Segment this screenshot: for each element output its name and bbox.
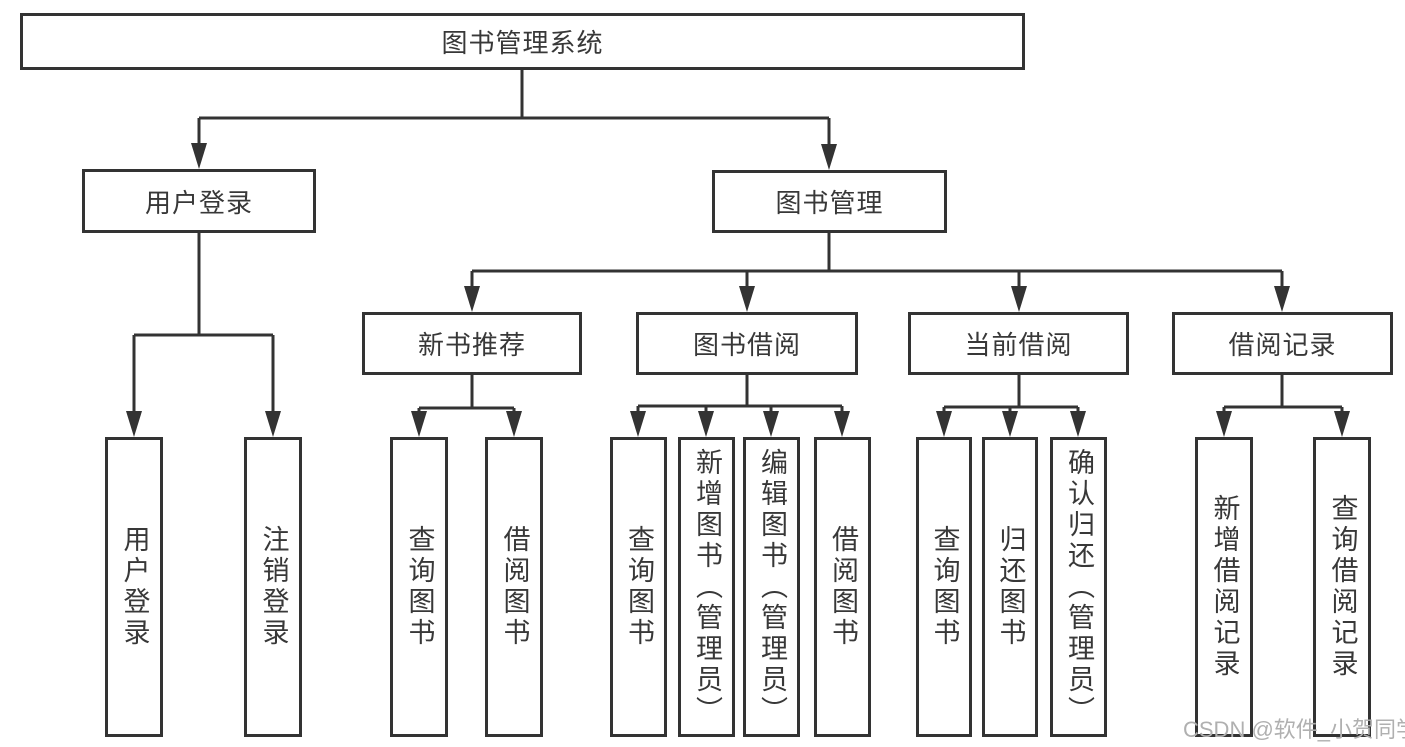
arrowhead-icon [698,411,714,437]
node-book-management-label: 图书管理 [775,188,884,218]
node-book-borrow-label: 图书借阅 [692,330,801,360]
arrowhead-icon [265,411,281,437]
node-current-borrow-label: 当前借阅 [964,330,1073,360]
connector-root-to-level2 [197,70,831,148]
node-leaf-borrow-edit-books-admin-label: 编辑图书（管理员） [757,447,787,727]
arrowhead-icon [821,144,837,170]
node-leaf-borrow-query-books: 查询图书 [610,437,667,737]
node-user-login: 用户登录 [82,169,316,233]
node-leaf-recommend-query-books-label: 查询图书 [404,525,435,649]
node-leaf-records-query-record-label: 查询借阅记录 [1327,494,1358,680]
arrowhead-icon [411,411,427,437]
node-leaf-borrow-borrow-books-label: 借阅图书 [828,525,858,649]
arrowhead-icon [1011,286,1027,312]
arrowhead-icon [1070,411,1086,437]
arrowhead-icon [464,286,480,312]
node-root: 图书管理系统 [20,13,1025,70]
arrowhead-icon [1274,286,1290,312]
arrowhead-icon [1334,411,1350,437]
node-leaf-logout-label: 注销登录 [258,525,289,649]
arrowhead-icon [834,411,850,437]
node-leaf-current-confirm-return-admin: 确认归还（管理员） [1050,437,1107,737]
node-leaf-borrow-query-books-label: 查询图书 [624,525,654,649]
node-leaf-current-return-books-label: 归还图书 [995,525,1026,649]
node-borrow-records: 借阅记录 [1172,312,1393,375]
connector-book-management-to-level3 [470,233,1284,290]
arrowhead-icon [739,286,755,312]
node-leaf-current-query-books-label: 查询图书 [929,525,960,649]
node-leaf-current-query-books: 查询图书 [916,437,972,737]
node-new-book-recommend: 新书推荐 [362,312,582,375]
connector-new-book-to-leaves [417,375,516,415]
node-leaf-records-add-record-label: 新增借阅记录 [1209,494,1240,680]
node-leaf-login: 用户登录 [105,437,163,737]
arrowhead-icon [1216,411,1232,437]
connector-current-borrow-to-leaves [942,375,1080,415]
node-user-login-label: 用户登录 [144,187,253,218]
node-leaf-login-label: 用户登录 [119,525,150,649]
node-leaf-borrow-add-books-admin-label: 新增图书（管理员） [692,447,722,727]
arrowhead-icon [506,411,522,437]
node-current-borrow: 当前借阅 [908,312,1129,375]
connector-user-login-to-leaves [132,233,275,415]
node-root-label: 图书管理系统 [441,28,604,58]
arrowhead-icon [936,411,952,437]
arrowhead-icon [763,411,779,437]
node-book-management: 图书管理 [712,170,947,233]
node-leaf-recommend-borrow-books-label: 借阅图书 [499,525,530,649]
node-leaf-borrow-add-books-admin: 新增图书（管理员） [678,437,735,737]
node-leaf-current-return-books: 归还图书 [982,437,1038,737]
arrowhead-icon [191,143,207,169]
arrowhead-icon [126,411,142,437]
arrowhead-icon [630,411,646,437]
node-leaf-borrow-borrow-books: 借阅图书 [814,437,871,737]
node-leaf-borrow-edit-books-admin: 编辑图书（管理员） [743,437,800,737]
node-book-borrow: 图书借阅 [636,312,858,375]
node-leaf-recommend-query-books: 查询图书 [390,437,448,737]
connector-borrow-records-to-leaves [1222,375,1344,415]
watermark: CSDN @软件_小贺同学 [1183,717,1405,742]
arrowhead-icon [1002,411,1018,437]
node-leaf-current-confirm-return-admin-label: 确认归还（管理员） [1064,447,1094,727]
node-new-book-recommend-label: 新书推荐 [417,330,526,360]
node-leaf-logout: 注销登录 [244,437,302,737]
node-borrow-records-label: 借阅记录 [1228,330,1337,360]
connector-book-borrow-to-leaves [636,375,844,415]
node-leaf-recommend-borrow-books: 借阅图书 [485,437,543,737]
node-leaf-records-query-record: 查询借阅记录 [1313,437,1371,737]
node-leaf-records-add-record: 新增借阅记录 [1195,437,1253,737]
